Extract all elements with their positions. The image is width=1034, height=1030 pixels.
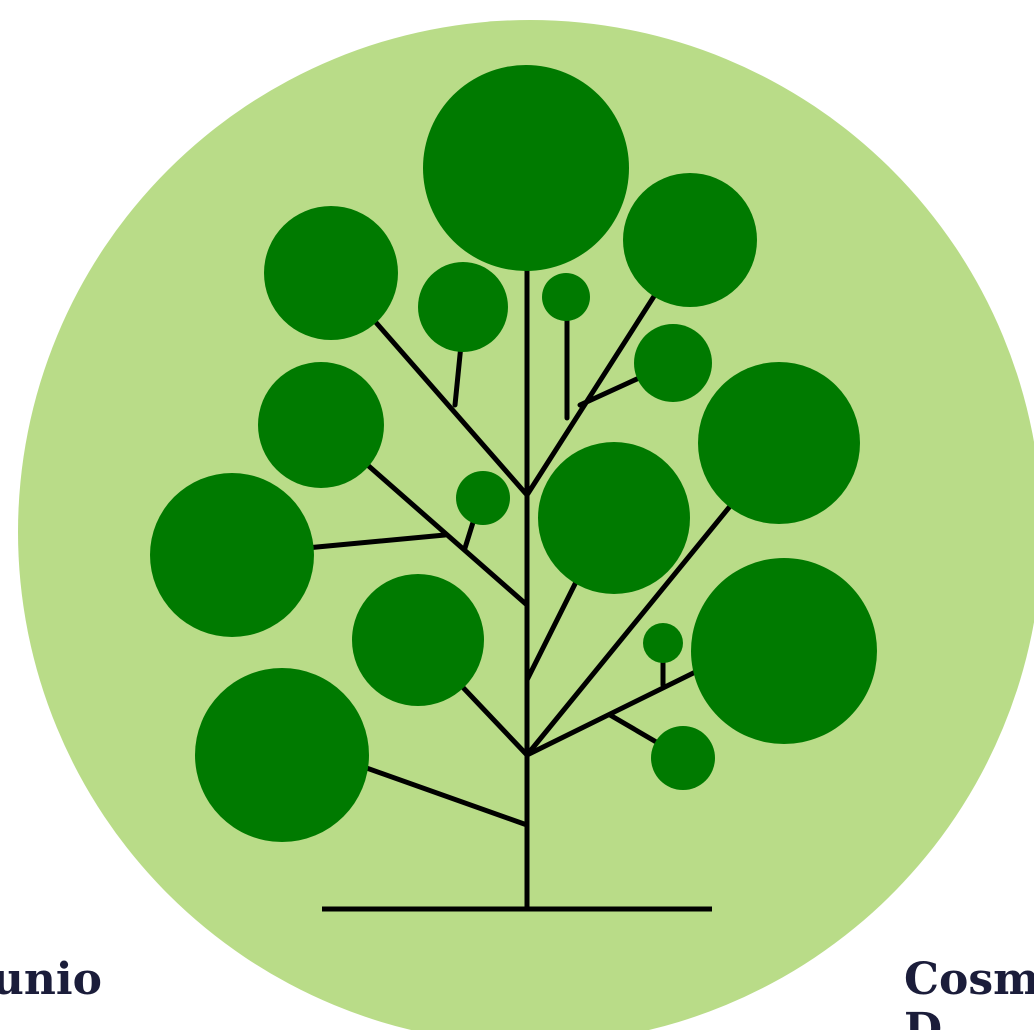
leaf <box>643 623 683 663</box>
left-label: junio <box>0 955 102 1005</box>
leaf <box>456 471 510 525</box>
leaf <box>195 668 369 842</box>
leaf <box>352 574 484 706</box>
leaf <box>623 173 757 307</box>
leaf <box>691 558 877 744</box>
leaf <box>698 362 860 524</box>
leaf <box>418 262 508 352</box>
leaf <box>423 65 629 271</box>
leaf <box>258 362 384 488</box>
right-label: Cosm D <box>904 955 1034 1030</box>
leaf <box>538 442 690 594</box>
leaf <box>542 273 590 321</box>
leaf <box>150 473 314 637</box>
leaf <box>634 324 712 402</box>
leaf <box>264 206 398 340</box>
leaf <box>651 726 715 790</box>
